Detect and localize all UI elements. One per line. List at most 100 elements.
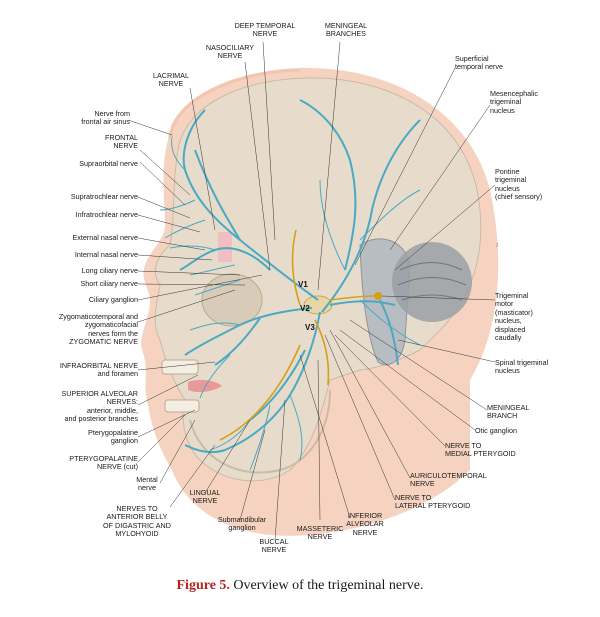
infraorbital-branch — [214, 317, 261, 366]
label-internal-nasal-nerve: Internal nasal nerve — [74, 250, 138, 259]
label-nerve-from-frontal-air-sinus: Nerve from frontal air sinus — [81, 109, 130, 127]
leader-line — [274, 399, 286, 541]
lower-teeth — [164, 399, 200, 413]
twig — [199, 354, 231, 399]
twig — [189, 264, 236, 276]
cerebellum — [392, 242, 472, 322]
label-nerves-to-digastric: NERVES TO ANTERIOR BELLY OF DIGASTRIC AN… — [103, 504, 171, 539]
artist-signature: ~ — [492, 242, 503, 248]
leader-line — [137, 361, 216, 371]
v1-label: V1 — [298, 280, 308, 289]
motor-nucleus — [374, 292, 382, 300]
leader-lines — [127, 41, 496, 541]
twig — [189, 322, 241, 331]
label-mesencephalic-nucleus: Mesencephalic trigeminal nucleus — [490, 89, 538, 115]
scalp-margin — [168, 68, 301, 139]
twig — [289, 394, 303, 461]
lingual-branch — [249, 349, 306, 421]
maxillary-trunk — [184, 307, 313, 356]
deep-temporal-motor — [291, 229, 301, 306]
leader-line — [127, 119, 173, 136]
label-lacrimal-nerve: LACRIMAL NERVE — [153, 71, 189, 89]
label-short-ciliary-nerve: Short ciliary nerve — [80, 279, 138, 288]
leader-line — [239, 429, 266, 521]
leader-line — [354, 67, 456, 266]
leader-line — [137, 283, 246, 286]
twig — [249, 404, 271, 471]
leader-line — [317, 41, 341, 291]
twig — [359, 189, 421, 241]
mylohyoid-motor — [219, 344, 301, 441]
label-meningeal-branch: MENINGEAL BRANCH — [487, 403, 530, 421]
auriculotemporal-branch — [321, 119, 421, 313]
label-superficial-temporal-nerve: Superficial temporal nerve — [455, 54, 503, 72]
leader-line — [137, 196, 191, 219]
leader-line — [137, 414, 186, 463]
label-pontine-nucleus: Pontine trigeminal nucleus (chief sensor… — [495, 167, 543, 202]
label-masseteric-nerve: MASSETERIC NERVE — [296, 524, 344, 542]
leader-line — [137, 254, 213, 261]
orbit — [201, 273, 263, 327]
v3-label: V3 — [305, 323, 315, 332]
leader-line — [324, 334, 396, 501]
leader-line — [339, 329, 476, 431]
ophthalmic-trunk — [182, 109, 319, 301]
leader-line — [389, 104, 491, 251]
leader-line — [139, 161, 186, 206]
label-external-nasal-nerve: External nasal nerve — [72, 233, 138, 242]
leader-line — [137, 270, 241, 276]
trigeminal-motor-root — [329, 295, 376, 301]
leader-line — [262, 41, 276, 241]
leader-line — [137, 214, 201, 233]
leader-line — [334, 334, 446, 447]
label-inferior-alveolar-nerve: INFERIOR ALVEOLAR NERVE — [346, 511, 384, 537]
label-zygomatic-nerve: Zygomaticotemporal and zygomaticofacial … — [58, 312, 138, 347]
label-long-ciliary-nerve: Long ciliary nerve — [81, 266, 138, 275]
label-meningeal-branches: MENINGEAL BRANCHES — [324, 21, 368, 39]
twig — [359, 299, 421, 346]
leader-line — [349, 319, 488, 411]
leader-line — [329, 329, 411, 479]
leader-line — [137, 374, 199, 406]
label-frontal-nerve: FRONTAL NERVE — [104, 133, 138, 151]
label-infratrochlear-nerve: Infratrochlear nerve — [75, 210, 138, 219]
leader-line — [317, 359, 321, 521]
label-infraorbital-nerve: INFRAORBITAL NERVE and foramen — [59, 361, 138, 379]
label-nerve-to-lateral-pterygoid: NERVE TO LATERAL PTERYGOID — [395, 493, 471, 511]
twig — [159, 199, 196, 211]
twig — [171, 134, 186, 171]
upper-teeth — [161, 359, 199, 375]
leader-line — [139, 149, 191, 196]
nasociliary-branch — [179, 247, 271, 271]
v2-label: V2 — [300, 304, 310, 313]
motor-nerves — [219, 229, 376, 441]
leader-line — [169, 444, 216, 508]
leader-line — [204, 419, 251, 494]
nerve-twigs — [159, 134, 421, 471]
leader-line — [397, 339, 496, 363]
figure-caption: Figure 5. Overview of the trigeminal ner… — [0, 578, 600, 594]
leader-line — [137, 237, 206, 251]
label-supratrochlear-nerve: Supratrochlear nerve — [70, 192, 138, 201]
superficial-temporal-branch — [299, 99, 357, 271]
label-ciliary-ganglion: Ciliary ganglion — [88, 295, 138, 304]
caption-prefix: Figure 5. — [176, 578, 230, 593]
label-nerve-to-medial-pterygoid: NERVE TO MEDIAL PTERYGOID — [445, 441, 516, 459]
leader-line — [137, 274, 263, 301]
label-superior-alveolar-nerves: SUPERIOR ALVEOLAR NERVES: anterior, midd… — [61, 389, 138, 424]
twig — [209, 419, 251, 451]
sensory-nerves — [179, 99, 421, 454]
spinal-descending — [379, 299, 399, 366]
label-buccal-nerve: BUCCAL NERVE — [259, 537, 289, 555]
label-deep-temporal-nerve: DEEP TEMPORAL NERVE — [234, 21, 296, 39]
spinal-tract — [329, 300, 396, 306]
twig — [164, 219, 206, 239]
skull — [154, 77, 482, 482]
leader-line — [394, 184, 496, 271]
leader-line — [137, 289, 236, 323]
lips — [188, 379, 222, 393]
label-supraorbital-nerve: Supraorbital nerve — [79, 159, 138, 168]
label-submandibular-ganglion: Submandibular ganglion — [217, 515, 267, 533]
leader-line — [189, 87, 216, 231]
